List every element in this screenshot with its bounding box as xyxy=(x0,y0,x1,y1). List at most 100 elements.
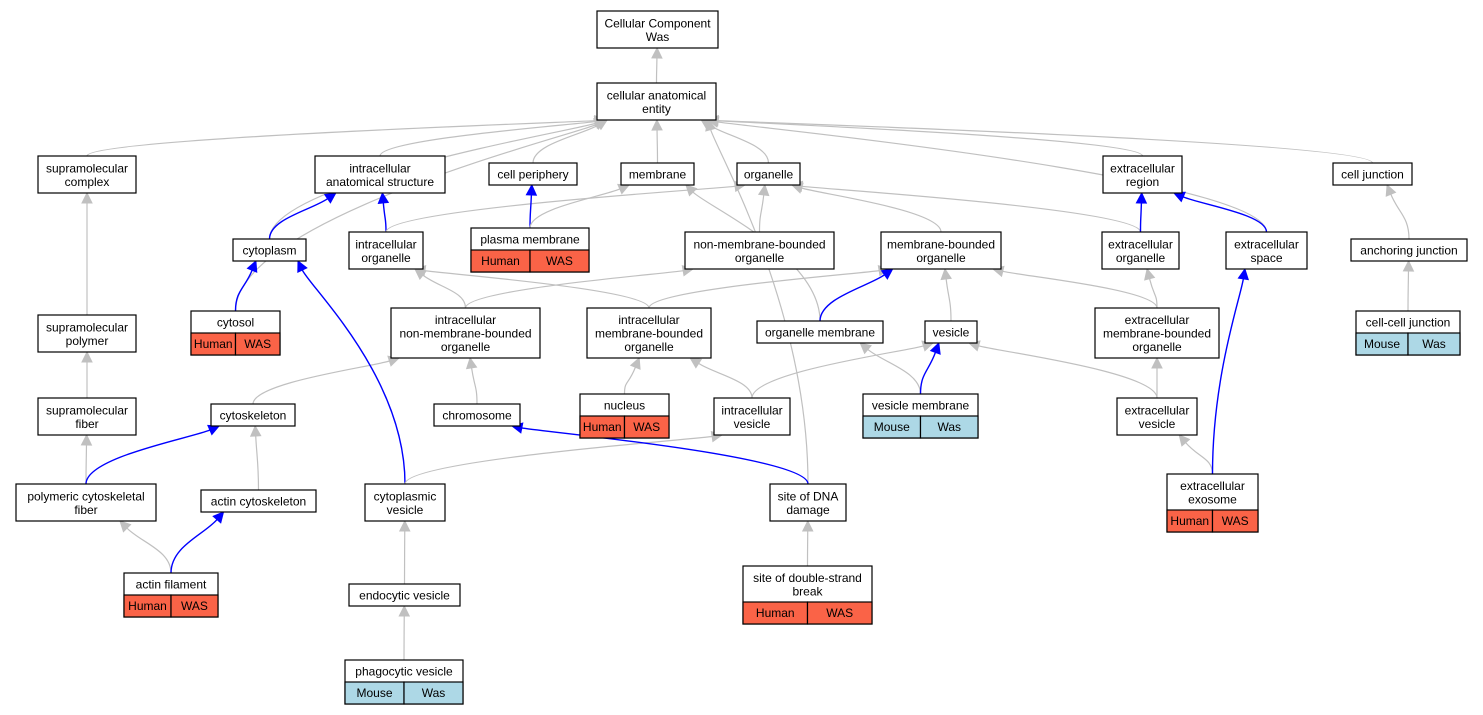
node-cytoplasm[interactable]: cytoplasm xyxy=(232,238,307,262)
arrow-head xyxy=(1178,434,1191,447)
edge-line xyxy=(521,427,809,485)
arrow-head xyxy=(1172,191,1186,203)
node-label: membrane xyxy=(629,168,687,182)
gene-cell xyxy=(403,681,464,705)
arrow-head xyxy=(1237,267,1249,281)
node-label: fiber xyxy=(74,503,97,517)
edge-cytosol-to-cae xyxy=(234,119,606,312)
arrow-head xyxy=(81,350,93,363)
edge-supranpolymer-to-supcomplex xyxy=(81,191,93,315)
node-cellperiphery[interactable]: cell periphery xyxy=(488,162,578,186)
gene-label: Was xyxy=(1422,337,1446,351)
edge-line xyxy=(234,269,253,312)
node-label: site of double-strand xyxy=(753,571,862,585)
node-label: polymer xyxy=(66,334,109,348)
edge-orgmem-to-mbo xyxy=(819,268,894,322)
node-label: membrane-bounded xyxy=(887,237,995,251)
edge-ccjunction-to-anchjunction xyxy=(1402,259,1415,312)
gene-label: WAS xyxy=(1222,514,1249,528)
node-vesicle[interactable]: vesicle xyxy=(924,320,978,344)
arrow-head xyxy=(119,520,132,533)
node-label: region xyxy=(1126,175,1159,189)
node-box xyxy=(232,238,307,262)
node-label: polymeric cytoskeletal xyxy=(27,489,144,503)
node-orgmem[interactable]: organelle membrane xyxy=(756,320,884,344)
gene-label: Was xyxy=(422,686,446,700)
edge-cae-to-cc xyxy=(651,46,663,84)
arrow-head xyxy=(398,604,411,617)
arrow-head xyxy=(249,424,262,437)
edge-exosome-to-extspace xyxy=(1211,267,1249,475)
node-label: cell junction xyxy=(1341,168,1404,182)
node-label: organelle xyxy=(1132,340,1182,354)
gene-cell xyxy=(1211,509,1259,533)
arrow-head xyxy=(377,191,390,204)
gene-label: WAS xyxy=(546,254,573,268)
gene-label: WAS xyxy=(826,606,853,620)
node-label: vesicle xyxy=(1139,417,1176,431)
edge-plasmamem-to-cellperiphery xyxy=(525,183,538,229)
node-inmbo[interactable]: intracellularnon-membrane-boundedorganel… xyxy=(390,307,541,359)
node-celljunction[interactable]: cell junction xyxy=(1332,162,1413,186)
node-label: endocytic vesicle xyxy=(359,589,450,603)
species-label: Human xyxy=(128,599,167,613)
node-label: Was xyxy=(646,30,670,44)
node-box xyxy=(1332,162,1413,186)
edge-line xyxy=(801,187,942,233)
node-label: intracellular xyxy=(355,237,416,251)
node-chromosome[interactable]: chromosome xyxy=(433,403,521,427)
arrow-head xyxy=(651,46,663,59)
node-organelle[interactable]: organelle xyxy=(736,162,801,186)
node-membrane[interactable]: membrane xyxy=(620,162,695,186)
node-box xyxy=(620,162,695,186)
edge-line xyxy=(709,124,770,164)
node-actincyto[interactable]: actin cytoskeleton xyxy=(200,489,317,513)
node-box xyxy=(200,489,317,513)
edge-intvesicle-to-vesicle xyxy=(751,340,935,399)
node-anchjunction[interactable]: anchoring junction xyxy=(1350,238,1468,262)
edge-line xyxy=(255,435,260,491)
edge-line xyxy=(867,348,922,395)
edge-chromosome-to-inmbo xyxy=(465,356,478,405)
node-endovesicle[interactable]: endocytic vesicle xyxy=(348,583,461,607)
edge-line xyxy=(126,527,172,574)
edge-extspace-to-extregion xyxy=(1172,191,1268,233)
node-label: exosome xyxy=(1188,492,1237,506)
node-label: phagocytic vesicle xyxy=(355,665,453,679)
node-cytoskeleton[interactable]: cytoskeleton xyxy=(210,403,296,427)
arrow-head xyxy=(246,259,258,273)
edge-cytovesicle-to-cytoplasm xyxy=(297,259,406,485)
arrow-head xyxy=(880,268,894,280)
edge-line xyxy=(170,519,218,574)
node-label: nucleus xyxy=(604,399,645,413)
edge-line xyxy=(1148,278,1158,309)
